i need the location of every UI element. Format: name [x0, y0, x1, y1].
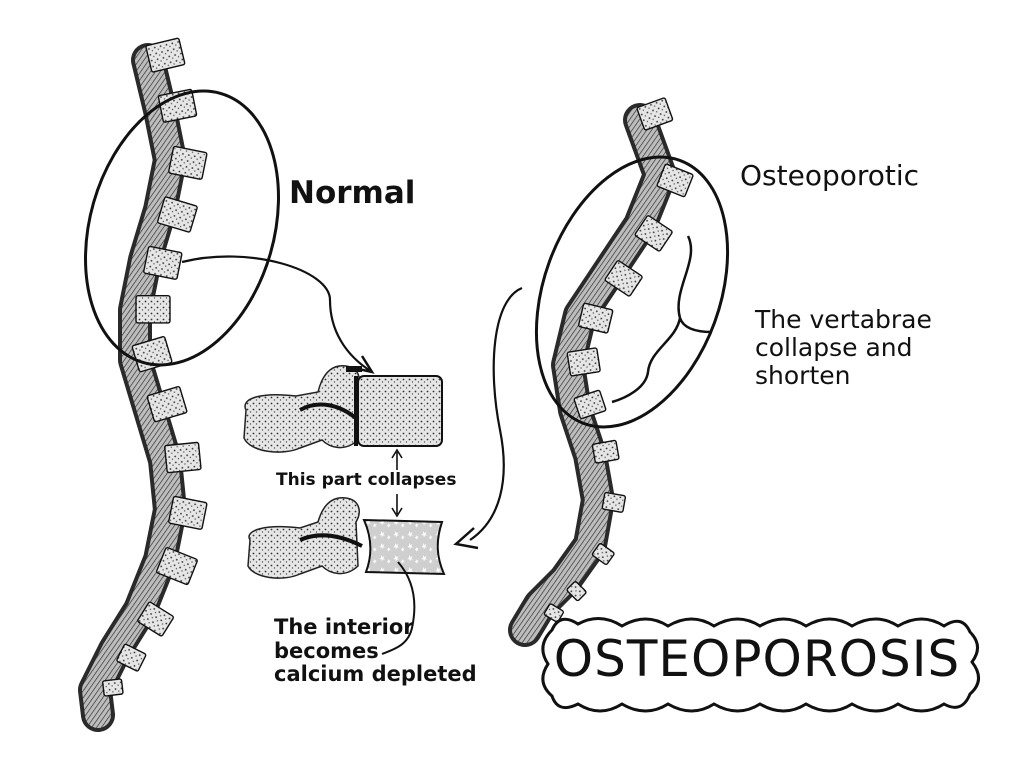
vertebra-body [656, 163, 694, 198]
normal-highlight-ellipse [84, 89, 280, 367]
vertebra-body [636, 97, 674, 131]
interior-pointer-line [381, 561, 416, 655]
interior-depleted-label: The interior becomes calcium depleted [274, 615, 477, 687]
vertebra-body [146, 386, 188, 423]
vertebra-body [601, 491, 627, 513]
collapse-arrow-up [391, 448, 403, 470]
osteoporotic-spine [508, 97, 694, 647]
vertebra-body [145, 37, 186, 73]
vertebra-body [543, 603, 564, 623]
vertebra-body [604, 260, 643, 297]
collapse-arrow-down [391, 494, 403, 518]
osteoporotic-connector-line [469, 286, 523, 541]
normal-spine [78, 37, 208, 732]
vertebra-body [156, 547, 198, 586]
vertebra-body [591, 439, 620, 464]
diagram-title: OSTEOPOROSIS [553, 630, 961, 688]
vertebra-body [168, 145, 208, 180]
vertebrae-collapse-line: The vertabrae [755, 305, 932, 334]
vertebra-body [566, 581, 587, 602]
vertebra-body [168, 495, 208, 530]
title-badge-outline [541, 617, 980, 713]
osteoporotic-connector-arrowhead [453, 527, 479, 550]
normal-vertebra-detail [243, 365, 443, 453]
spinal-column-shading [512, 107, 673, 643]
vertebra-body [566, 347, 601, 377]
spinal-column-shading [82, 47, 183, 728]
vertebrae-collapse-line: collapse and [755, 333, 913, 362]
part-collapses-label: This part collapses [276, 470, 457, 490]
interior-depleted-line: calcium depleted [274, 662, 477, 687]
osteoporotic-vertebra-detail [247, 497, 446, 579]
vertebrae-collapse-line: shorten [755, 361, 851, 390]
vertebra-body [634, 215, 673, 252]
vertebra-body [157, 196, 198, 233]
vertebra-body [137, 601, 174, 637]
osteoporotic-label: Osteoporotic [740, 159, 920, 192]
interior-depleted-line: The interior [274, 615, 414, 639]
vertebra-body [573, 389, 607, 420]
vertebra-body [135, 295, 171, 324]
vertebra-body [578, 302, 614, 334]
interior-depleted-line: becomes [274, 638, 379, 663]
vertebra-body [157, 88, 198, 123]
collapse-brace [611, 235, 713, 404]
osteoporotic-highlight-ellipse [534, 155, 730, 429]
normal-connector-line [181, 255, 373, 373]
vertebra-body [591, 543, 615, 566]
vertebra-body [143, 245, 183, 280]
normal-label: Normal [289, 175, 416, 211]
vertebra-body [116, 643, 147, 672]
vertebrae-collapse-label: The vertabrae collapse and shorten [755, 306, 932, 390]
vertebra-body [164, 441, 202, 474]
vertebra-body [102, 678, 124, 697]
